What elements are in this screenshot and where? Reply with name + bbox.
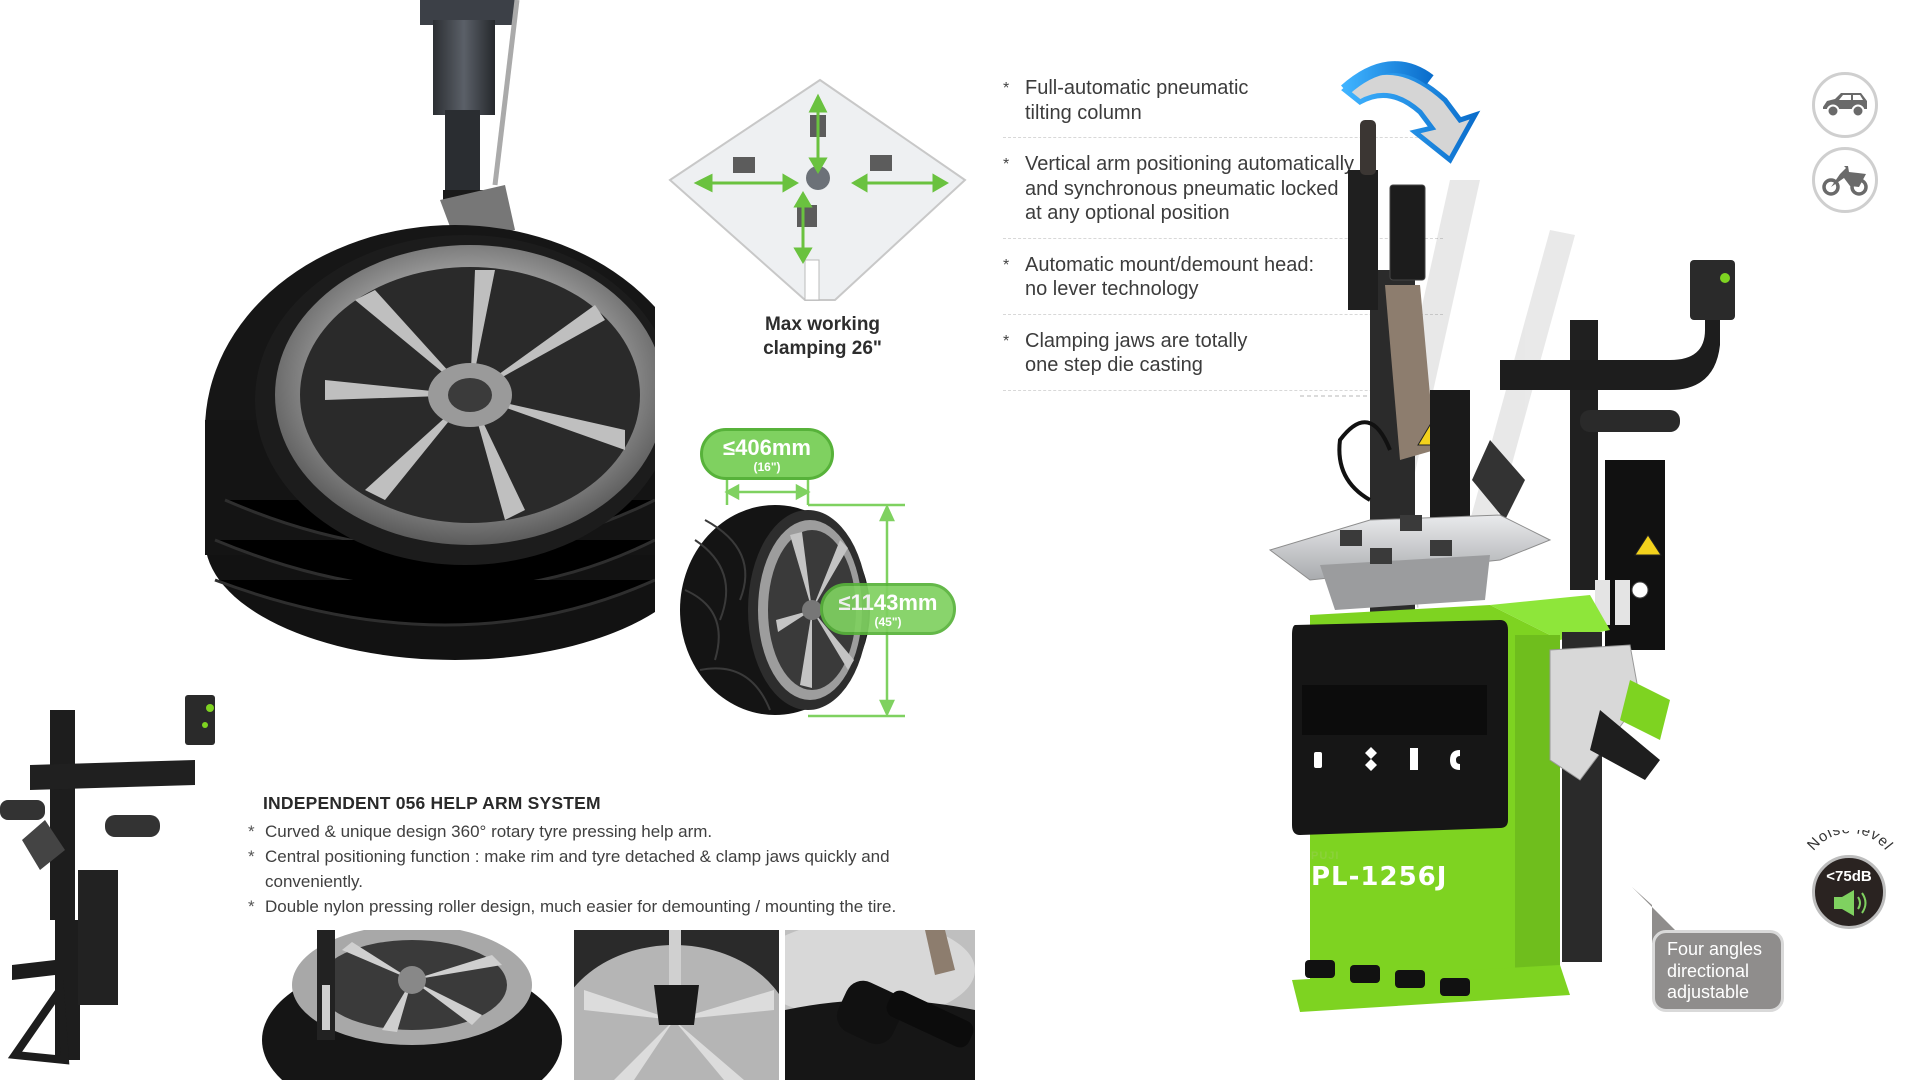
feature-text: Automatic mount/demount head: no lever t… <box>1025 253 1315 301</box>
callout-text: Four angles directional adjustable <box>1667 939 1763 1002</box>
help-arm-item-text: Central positioning function : make rim … <box>265 847 890 891</box>
speaker-icon <box>1834 890 1867 916</box>
feature-item: * Automatic mount/demount head: no lever… <box>1003 253 1443 315</box>
feature-item: * Full-automatic pneumatic tilting colum… <box>1003 76 1443 138</box>
callout-pointer <box>1632 887 1678 943</box>
help-arm-item: * Double nylon pressing roller design, m… <box>248 894 1008 919</box>
tire-diameter-badge: ≤1143mm (45") <box>820 583 956 635</box>
bullet-star: * <box>248 822 255 841</box>
bullet-star: * <box>1003 156 1010 173</box>
detail-photo-pressing-arm <box>262 930 567 1080</box>
hero-tire-photo <box>205 0 655 670</box>
feature-item: * Clamping jaws are totally one step die… <box>1003 329 1443 391</box>
help-arm-list: * Curved & unique design 360° rotary tyr… <box>248 819 1008 919</box>
help-arm-item-text: Double nylon pressing roller design, muc… <box>265 897 897 916</box>
bullet-star: * <box>1003 256 1010 274</box>
model-name: PL-1256J <box>1311 862 1448 892</box>
bullet-star: * <box>1003 80 1010 97</box>
tire-size-diagram <box>680 420 970 720</box>
car-type-button[interactable] <box>1812 72 1878 138</box>
motorcycle-icon <box>1822 166 1868 196</box>
bullet-star: * <box>1003 332 1010 350</box>
tire-changer-machine <box>1250 60 1800 1080</box>
rim-width-value: ≤406mm <box>723 435 811 460</box>
help-arm-illustration <box>0 690 240 1080</box>
model-plate: PUJI PL-1256J <box>1303 848 1473 898</box>
detail-photo-nylon-roller <box>785 930 975 1080</box>
tilt-icon <box>1314 752 1322 768</box>
feature-item: * Vertical arm positioning automatically… <box>1003 152 1443 239</box>
tire-diameter-value: ≤1143mm <box>838 590 938 615</box>
turntable-caption-line2: clamping 26" <box>763 338 882 359</box>
clamp-icon <box>1450 750 1460 770</box>
turntable-caption: Max working clamping 26" <box>700 313 945 361</box>
feature-text: Full-automatic pneumatic tilting column <box>1025 77 1249 124</box>
rim-width-badge: ≤406mm (16") <box>700 428 834 480</box>
motorcycle-type-button[interactable] <box>1812 147 1878 213</box>
feature-list: * Full-automatic pneumatic tilting colum… <box>1003 76 1443 391</box>
help-arm-item: * Central positioning function : make ri… <box>248 844 1008 894</box>
car-icon <box>1823 93 1867 118</box>
noise-level-badge: <75dB <box>1812 855 1886 929</box>
rim-width-inch: (16") <box>753 460 781 474</box>
help-arm-item: * Curved & unique design 360° rotary tyr… <box>248 819 1008 844</box>
callout-four-angles: Four angles directional adjustable <box>1652 930 1784 1012</box>
tire-mount-head-illustration <box>205 0 655 660</box>
feature-text: Clamping jaws are totally one step die c… <box>1025 329 1248 377</box>
bullet-star: * <box>248 897 255 916</box>
control-icons <box>1314 747 1460 771</box>
help-arm-item-text: Curved & unique design 360° rotary tyre … <box>265 822 713 841</box>
noise-value: <75dB <box>1826 868 1872 885</box>
brand-logo: PUJI <box>1311 850 1340 862</box>
turntable-caption-line1: Max working <box>764 314 881 335</box>
feature-text: Vertical arm positioning automatically a… <box>1025 153 1355 224</box>
move-icon <box>1365 747 1377 771</box>
help-arm-title: INDEPENDENT 056 HELP ARM SYSTEM <box>263 793 601 813</box>
detail-photo-central-positioning <box>574 930 779 1080</box>
bullet-star: * <box>248 847 255 866</box>
tire-diameter-inch: (45") <box>874 615 902 629</box>
bead-breaker-icon <box>1410 748 1418 770</box>
turntable-illustration <box>665 75 975 305</box>
